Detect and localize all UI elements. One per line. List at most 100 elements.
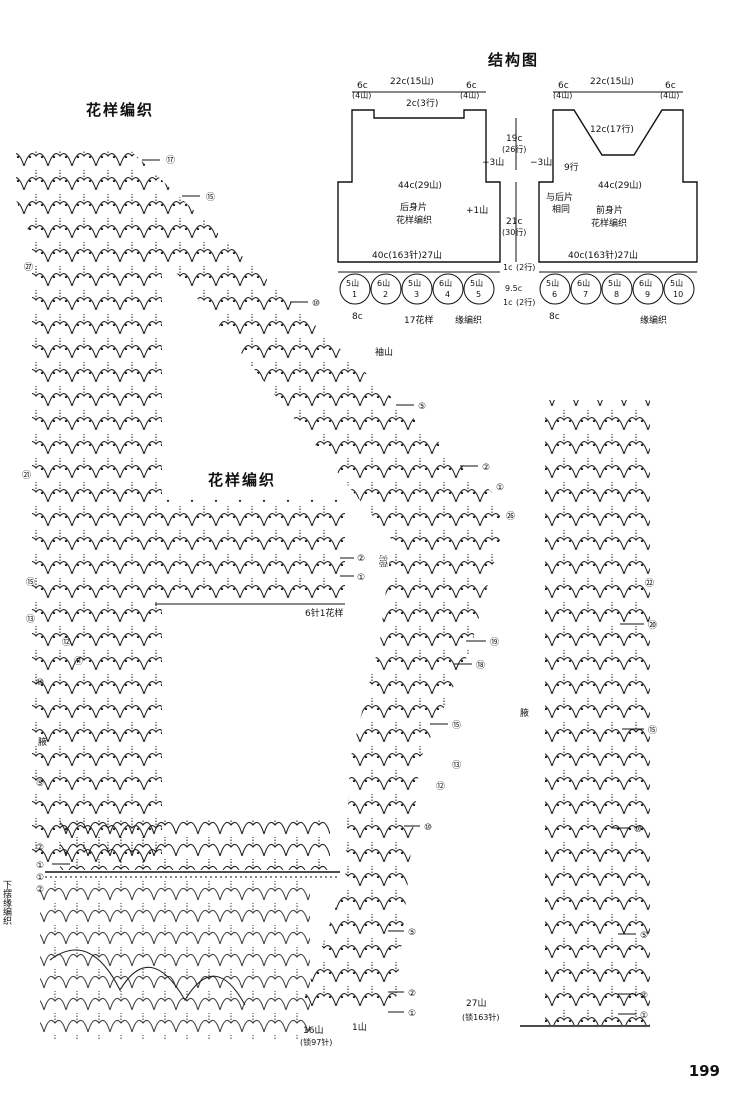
svg-text:⑤: ⑤	[640, 931, 648, 941]
svg-text:⑩: ⑩	[424, 823, 432, 833]
hem-label: 下摆缘编织	[1, 880, 12, 926]
svg-text:19c: 19c	[506, 134, 522, 144]
svg-text:9.5c: 9.5c	[505, 284, 522, 293]
svg-text:5山: 5山	[608, 278, 621, 288]
back-increase: +1山	[466, 205, 488, 216]
svg-text:3: 3	[414, 290, 419, 299]
svg-text:②: ②	[357, 554, 365, 564]
right-panel-mesh	[545, 400, 650, 1025]
svg-text:⑮: ⑮	[648, 725, 657, 736]
svg-text:4: 4	[445, 290, 450, 299]
bottom-right-chain: (锁163针)	[462, 1012, 500, 1022]
svg-text:②: ②	[640, 991, 648, 1001]
page-number: 199	[688, 1062, 720, 1080]
svg-text:①: ①	[496, 483, 504, 493]
front-piece-outline	[538, 109, 698, 263]
bottom-left-chain: (锁97针)	[300, 1037, 332, 1047]
swatch-rows-label: 2行1花样	[377, 555, 389, 567]
svg-text:⑰: ⑰	[166, 155, 175, 166]
svg-text:⑩: ⑩	[36, 678, 44, 688]
back-width: 44c(29山)	[398, 180, 442, 191]
front-neck: 12c(17行)	[590, 123, 634, 135]
back-top-mid: 22c(15山)	[390, 76, 434, 87]
svg-text:(30行): (30行)	[502, 227, 526, 237]
svg-text:6山: 6山	[439, 278, 452, 288]
waist-right-label: 腋	[520, 707, 529, 719]
structure-title: 结构图	[488, 51, 539, 69]
front-scallop-edge	[539, 273, 695, 305]
hem-band-mesh	[60, 820, 330, 870]
svg-text:5山: 5山	[670, 278, 683, 288]
svg-text:8: 8	[614, 290, 619, 299]
back-top-left-sub: (4山)	[352, 90, 371, 100]
svg-text:1c: 1c	[503, 298, 513, 307]
svg-text:⑩: ⑩	[312, 299, 320, 309]
bottom-right-count: 27山	[466, 998, 486, 1009]
sleeve-band-mesh	[16, 150, 500, 540]
front-bottom: 40c(163针)27山	[568, 249, 638, 261]
bottom-left-count: 16山	[303, 1025, 323, 1036]
hem-edging-mesh	[40, 880, 310, 1040]
row-arrows	[52, 159, 644, 1015]
svg-text:㉗: ㉗	[24, 262, 33, 273]
svg-text:⑫: ⑫	[62, 637, 71, 648]
swatch-mesh	[155, 500, 345, 600]
svg-text:⑪: ⑪	[74, 656, 83, 667]
svg-text:21c: 21c	[506, 217, 522, 227]
svg-text:⑬: ⑬	[26, 614, 35, 625]
svg-text:②: ②	[36, 885, 44, 895]
swatch-stitches-label: 6针1花样	[305, 607, 343, 619]
svg-text:(26行): (26行)	[502, 144, 526, 154]
svg-text:㉖: ㉖	[506, 511, 515, 522]
back-top-right-sub: (4山)	[460, 90, 479, 100]
svg-text:6山: 6山	[577, 278, 590, 288]
svg-text:(2行): (2行)	[516, 262, 535, 272]
back-name: 后身片	[400, 201, 427, 213]
front-edge-name: 缘编织	[640, 314, 667, 326]
svg-text:⑳: ⑳	[648, 620, 657, 631]
back-scallop-labels: 5山 6山 5山 6山 5山 1 2 3 4 5	[346, 278, 483, 299]
svg-text:6山: 6山	[639, 278, 652, 288]
svg-text:(2行): (2行)	[516, 297, 535, 307]
svg-text:5山: 5山	[346, 278, 359, 288]
svg-text:⑤: ⑤	[36, 779, 44, 789]
back-piece-outline	[337, 109, 501, 263]
swatch-row-markers: ② ①	[357, 554, 365, 583]
front-top-left-sub: (4山)	[553, 90, 572, 100]
svg-text:①: ①	[640, 1011, 648, 1021]
back-decrease: −3山	[482, 157, 504, 168]
svg-text:⑮: ⑮	[206, 192, 215, 203]
left-row-markers: ㉗ ㉑ ⑮ ⑬ ⑫ ⑪ ⑩ ⑤ ② ① ① ②	[22, 262, 83, 895]
front-edge-width: 8c	[549, 312, 560, 322]
back-scallop-edge	[339, 273, 495, 305]
svg-text:5山: 5山	[546, 278, 559, 288]
svg-text:9: 9	[645, 290, 650, 299]
inner-row-markers: ⑲ ⑱ ⑮ ⑬ ⑫ ⑩ ⑤ ② ①	[408, 637, 499, 1019]
diagonal-row-markers: ⑰ ⑮ ⑩ ⑤ ② ① ㉖	[166, 155, 515, 522]
structure-diagram: 结构图 6c (4山) 22c(15山) 6c (4山) 2c(3行) 44c(…	[337, 51, 698, 326]
svg-text:⑬: ⑬	[452, 760, 461, 771]
waist-left-label: 腋	[38, 736, 47, 748]
back-pattern: 花样编织	[396, 214, 432, 226]
front-top-right: 6c	[665, 81, 676, 91]
svg-text:①: ①	[36, 861, 44, 871]
front-same-as-back: 与后片	[546, 191, 573, 203]
svg-text:2: 2	[383, 290, 388, 299]
front-top-mid: 22c(15山)	[590, 76, 634, 87]
svg-text:⑤: ⑤	[408, 928, 416, 938]
front-top-left: 6c	[558, 81, 569, 91]
svg-text:⑮: ⑮	[26, 577, 35, 588]
back-edge-name: 缘编织	[455, 314, 482, 326]
front-same-as-back-2: 相同	[552, 203, 570, 215]
back-edge-width: 8c	[352, 312, 363, 322]
svg-text:5山: 5山	[408, 278, 421, 288]
svg-text:5: 5	[476, 290, 481, 299]
svg-text:7: 7	[583, 290, 588, 299]
svg-text:②: ②	[408, 989, 416, 999]
svg-text:⑤: ⑤	[418, 402, 426, 412]
back-top-left: 6c	[357, 81, 368, 91]
right-row-markers: ㉒ ⑳ ⑮ ⑩ ⑤ ② ①	[634, 578, 657, 1021]
svg-text:⑫: ⑫	[436, 781, 445, 792]
front-neck-rows: 9行	[564, 161, 579, 173]
